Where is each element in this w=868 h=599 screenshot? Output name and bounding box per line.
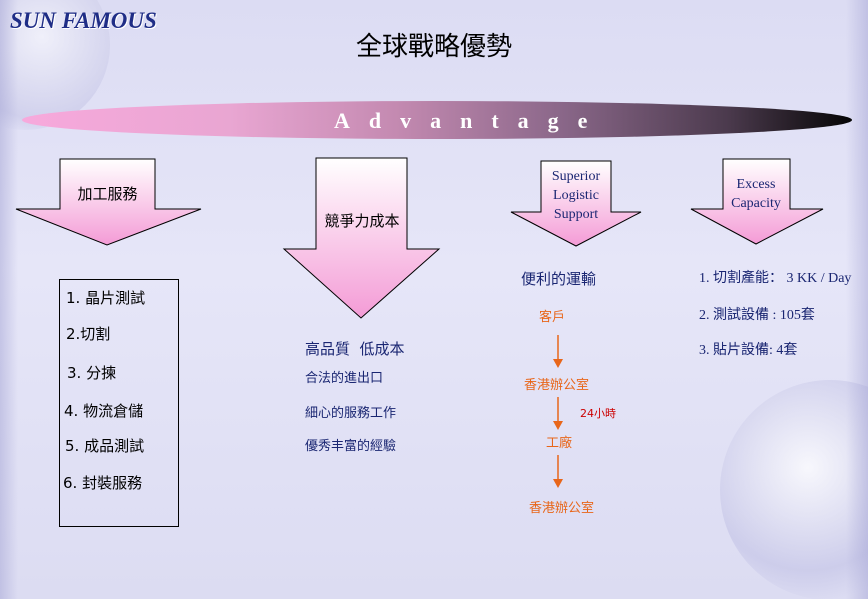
processing-item-3: 3. 分揀 [67,364,117,382]
flow-note-24h: 24小時 [580,407,616,420]
logistics-header-line2: Logistic [553,188,599,203]
cost-line-3: 細心的服務工作 [305,406,397,421]
left-edge-shade [0,0,18,599]
processing-item-6: 6. 封裝服務 [63,474,143,492]
brand-logo: SUN FAMOUS [10,8,157,33]
flow-arrow-3 [553,455,563,488]
right-edge-shade [846,0,868,599]
capacity-item-1: 1. 切割產能： 3 KK / Day [699,271,852,286]
cost-line-1: 高品質 低成本 [305,340,405,358]
capacity-item-3: 3. 貼片設備: 4套 [699,343,798,358]
processing-list-box [59,279,179,527]
logistics-header-line3: Support [553,207,599,222]
processing-item-5: 5. 成品測試 [65,437,145,455]
capacity-header-line1: Excess [736,177,776,192]
processing-arrow [15,158,202,246]
capacity-item-2: 2. 測試設備 : 105套 [699,308,815,323]
page-title: 全球戰略優勢 [355,32,512,62]
advantage-banner [22,101,852,139]
cost-header: 競爭力成本 [324,212,400,230]
processing-item-4: 4. 物流倉儲 [64,402,144,420]
banner-text: Advantage [334,108,607,133]
logistics-subtitle: 便利的運輸 [521,270,597,288]
cost-arrow [282,157,441,319]
flow-hk-office-2: 香港辦公室 [529,501,595,516]
logistics-arrow [510,160,642,247]
flow-factory: 工廠 [546,436,573,451]
logistics-header: Superior Logistic Support [541,167,611,224]
capacity-arrow [690,158,824,245]
cost-line-4: 優秀丰富的經驗 [305,439,397,454]
processing-item-1: 1. 晶片測試 [66,289,146,307]
cost-line-2: 合法的進出口 [305,371,384,386]
processing-header: 加工服務 [77,185,138,203]
flow-customer: 客戶 [539,310,566,325]
flow-hk-office-1: 香港辦公室 [524,378,590,393]
processing-item-2: 2.切割 [66,325,111,343]
flow-arrow-2 [553,397,563,430]
capacity-header-line2: Capacity [731,196,781,211]
capacity-header: Excess Capacity [722,175,790,213]
logistics-header-line1: Superior [551,169,601,184]
flow-arrow-1 [553,335,563,368]
